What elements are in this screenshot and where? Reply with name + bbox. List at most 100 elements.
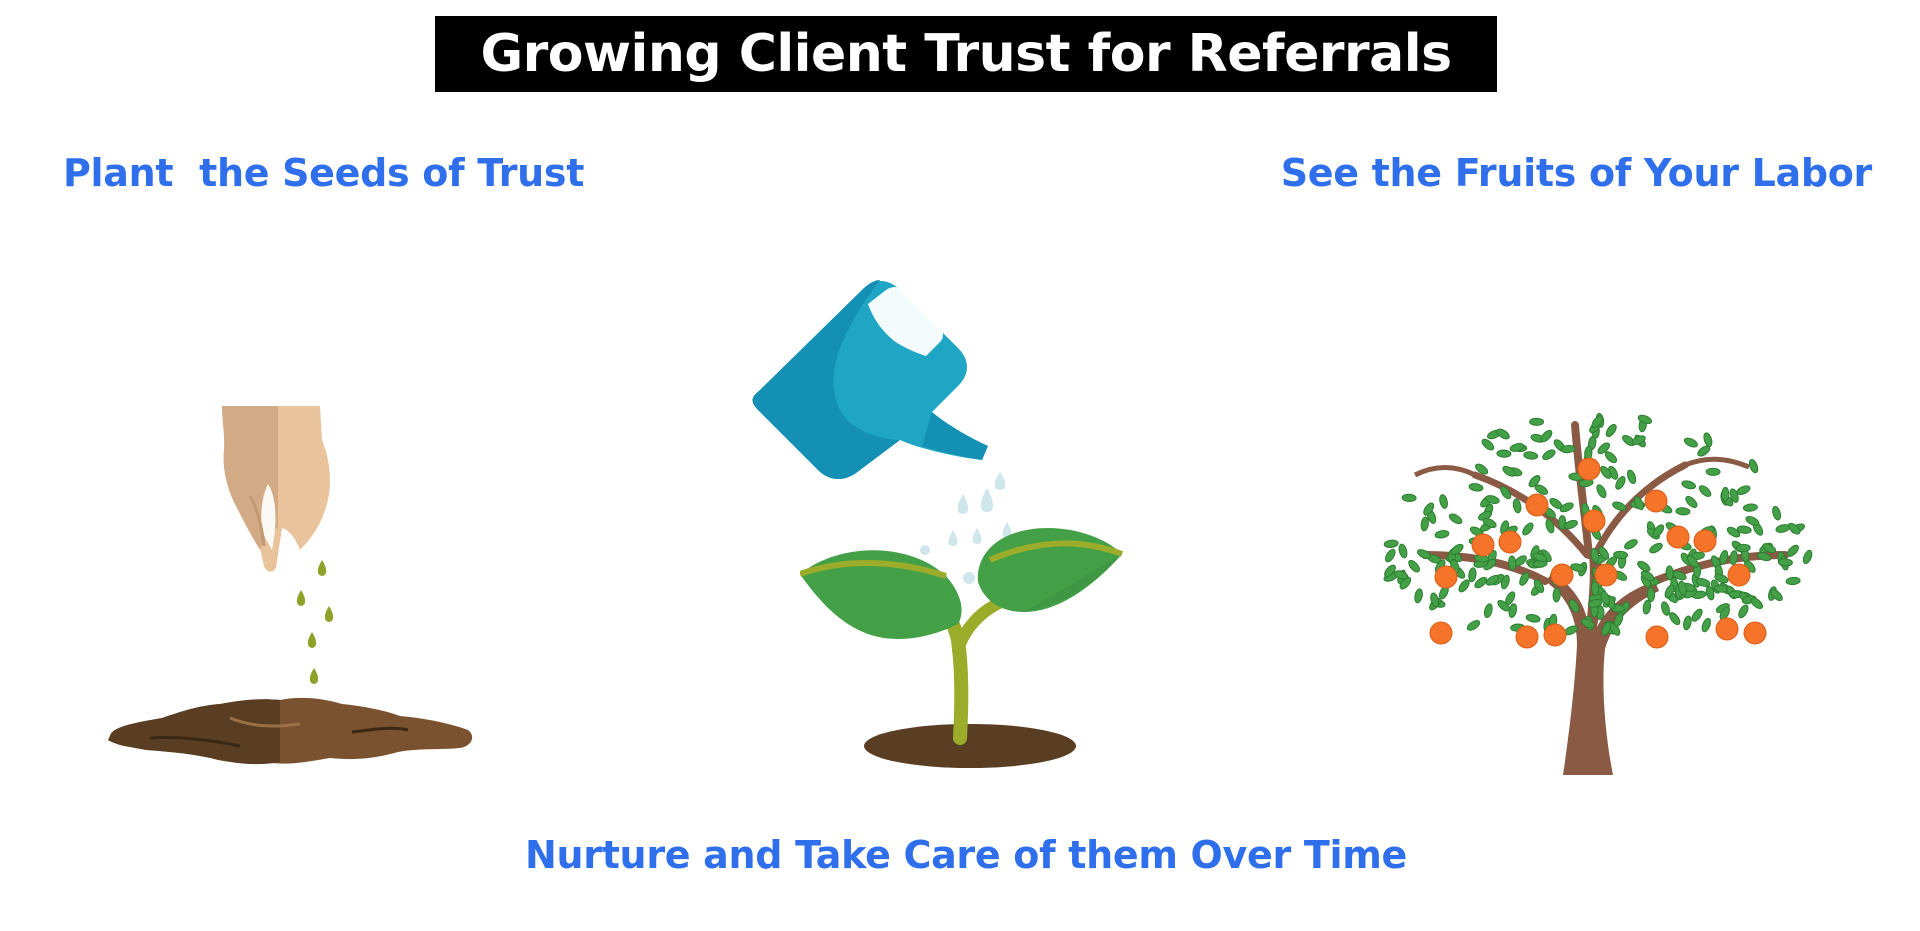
tree-leaf [1736, 485, 1751, 496]
tree-leaf [1652, 524, 1665, 538]
tree-leaf [1430, 592, 1439, 608]
tree-leaf [1401, 493, 1417, 503]
tree-leaf [1786, 544, 1799, 557]
tree-leaf [1605, 423, 1617, 438]
tree-leaf [1439, 494, 1448, 509]
tree-leaf [1772, 505, 1782, 521]
tree-leaf [1750, 597, 1764, 609]
tree-leaf [1703, 432, 1713, 447]
tree-leaf [1646, 587, 1656, 603]
tree-leaf [1497, 599, 1511, 612]
tree-leaf [1613, 550, 1629, 560]
tree-leaf [1560, 444, 1576, 454]
tree-leaf [1496, 449, 1512, 458]
tree-leaf [1393, 570, 1409, 580]
tree-leaf [1475, 463, 1489, 475]
tree-leaf [1604, 451, 1618, 464]
tree-leaf [1600, 590, 1611, 605]
tree-leaf [1466, 620, 1481, 631]
tree-leaf [1637, 414, 1653, 425]
tree-leaf [1661, 601, 1670, 616]
tree-leaf [1649, 542, 1663, 554]
tree-leaf [1545, 518, 1555, 534]
tree-leaf [1777, 558, 1793, 567]
tree-leaf [1534, 484, 1549, 495]
tree-leaf [1384, 564, 1396, 578]
tree-leaf [1399, 576, 1412, 590]
tree-leaf [1787, 522, 1801, 535]
tree-leaf [1508, 555, 1517, 571]
tree-leaf [1587, 599, 1603, 608]
tree-leaf [1770, 589, 1783, 602]
tree-leaf [1590, 581, 1600, 596]
tree-leaf [1423, 502, 1435, 516]
tree-leaf [1483, 603, 1493, 619]
tree-leaf [1669, 612, 1681, 626]
tree-leaf [1691, 608, 1703, 622]
tree-leaf [1540, 429, 1553, 443]
tree-leaf [1729, 550, 1738, 566]
tree-leaf [1802, 549, 1813, 565]
tree-leaf [1485, 574, 1500, 586]
tree-leaf [1664, 584, 1675, 599]
tree-leaf [1615, 476, 1626, 490]
tree-leaf [1640, 570, 1655, 582]
tree-leaf [1601, 621, 1612, 636]
tree-leaf [1685, 495, 1698, 509]
caption-nurture: Nurture and Take Care of them Over Time [525, 833, 1407, 877]
tree-leaf [1596, 484, 1607, 499]
tree-leaf [1523, 451, 1539, 460]
tree-leaf [1642, 599, 1652, 615]
tree-leaf [1624, 539, 1638, 550]
tree-leaf [1785, 576, 1801, 586]
tree-leaf [1568, 599, 1580, 613]
hand-sowing-seeds-icon [100, 400, 480, 780]
tree-leaf [1701, 617, 1711, 633]
tree-leaf [1485, 495, 1500, 505]
tree-leaf [1502, 465, 1516, 477]
tree-leaf [1597, 442, 1611, 455]
tree-leaf [1762, 543, 1777, 554]
tree-leaf [1633, 496, 1644, 511]
tree-leaf [1417, 549, 1431, 560]
tree-leaf [1383, 539, 1399, 548]
tree-leaf [1626, 469, 1637, 484]
tree-leaf [1512, 498, 1522, 514]
tree-leaf [1552, 587, 1561, 603]
tree-leaf [1398, 543, 1408, 559]
tree-leaf [1695, 577, 1711, 587]
tree-leaf [1675, 507, 1691, 516]
tree-leaf [1580, 618, 1595, 629]
tree-leaf [1590, 547, 1600, 563]
tree-leaf [1748, 458, 1759, 474]
tree-leaf [1434, 530, 1450, 539]
tree-leaf [1414, 588, 1423, 604]
tree-leaf [1559, 502, 1574, 513]
tree-leaf [1591, 415, 1604, 429]
watering-can-icon [750, 260, 1010, 500]
title-banner: Growing Client Trust for Referrals [435, 16, 1497, 92]
tree-leaf [1745, 515, 1760, 526]
tree-leaf [1482, 517, 1497, 529]
tree-leaf [1450, 543, 1464, 555]
tree-leaf [1563, 519, 1578, 530]
tree-leaf [1533, 579, 1545, 593]
tree-leaf [1500, 574, 1510, 590]
tree-leaf [1496, 428, 1510, 440]
tree-leaf [1528, 475, 1541, 488]
tree-leaf [1736, 525, 1752, 534]
tree-leaf [1598, 546, 1610, 560]
tree-leaf [1681, 480, 1697, 490]
tree-leaf [1719, 549, 1729, 565]
tree-leaf [1448, 513, 1463, 525]
tree-leaf [1756, 552, 1772, 562]
sprout-icon [800, 520, 1130, 770]
slide-title: Growing Client Trust for Referrals [480, 24, 1452, 84]
tree-leaf [1698, 485, 1712, 497]
tree-leaf [1525, 614, 1541, 623]
tree-leaf [1458, 579, 1470, 593]
tree-leaf [1631, 435, 1646, 445]
tree-leaf [1522, 522, 1534, 536]
tree-leaf [1721, 486, 1730, 502]
